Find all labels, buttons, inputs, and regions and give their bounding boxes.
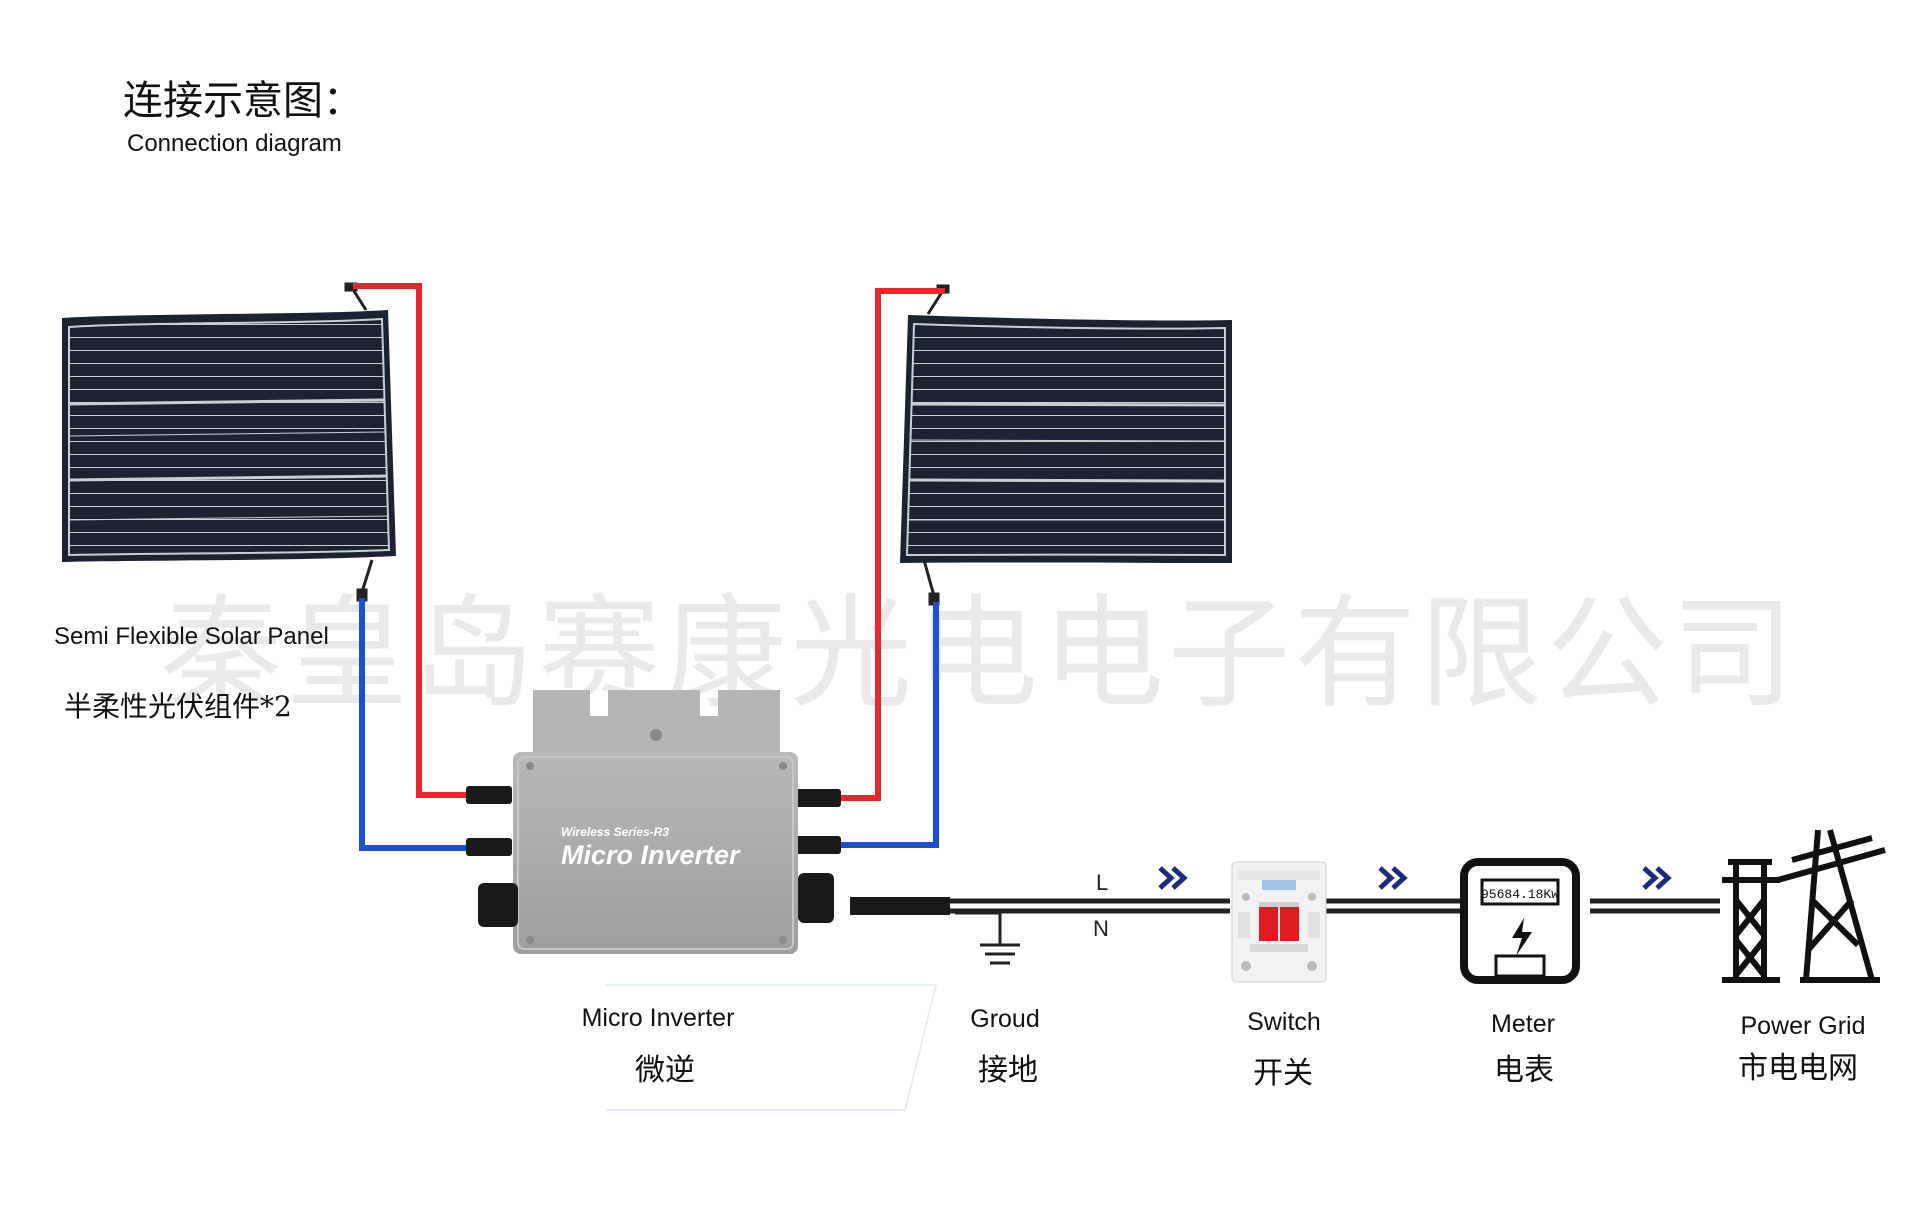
grid-label-en: Power Grid — [1740, 1012, 1866, 1040]
chevron-arrow-icon — [1642, 866, 1672, 890]
micro-inverter-icon: Wireless Series-R3 Micro Inverter — [478, 690, 834, 954]
solar-panel-icon — [900, 315, 1232, 563]
switch-label-en: Switch — [1247, 1008, 1321, 1036]
meter-label-zh: 电表 — [1494, 1053, 1554, 1088]
ac-cable — [850, 897, 1720, 915]
switch-label-zh: 开关 — [1253, 1056, 1313, 1091]
solar-panel-label-zh: 半柔性光伏组件*2 — [64, 690, 292, 723]
ground-label-zh: 接地 — [978, 1053, 1038, 1088]
neutral-wire-label: N — [1093, 916, 1109, 941]
inverter-label-zh: 微逆 — [635, 1053, 695, 1088]
panel-connector-icon — [344, 282, 950, 606]
ground-symbol-icon — [955, 911, 1020, 965]
energy-meter-icon: 95684.18Kw — [1460, 858, 1580, 984]
inverter-name-text: Micro Inverter — [561, 840, 741, 870]
solar-panel-icon — [62, 310, 396, 562]
circuit-breaker-icon — [1231, 861, 1327, 983]
inverter-label-en: Micro Inverter — [581, 1004, 735, 1032]
inverter-series-text: Wireless Series-R3 — [561, 825, 669, 839]
negative-wire — [359, 598, 939, 851]
meter-label-en: Meter — [1491, 1010, 1555, 1038]
meter-reading: 95684.18Kw — [1481, 887, 1559, 902]
ground-label-en: Groud — [970, 1005, 1040, 1033]
solar-panel-label-en: Semi Flexible Solar Panel — [54, 623, 329, 650]
title-en: Connection diagram — [127, 130, 342, 157]
dc-connector-icon — [466, 786, 841, 856]
title-zh: 连接示意图： — [123, 78, 363, 124]
chevron-arrow-icon — [1158, 866, 1188, 890]
grid-label-zh: 市电电网 — [1738, 1051, 1858, 1086]
decorative-outline — [606, 984, 937, 1111]
live-wire-label: L — [1096, 870, 1108, 895]
positive-wire — [353, 283, 945, 801]
company-watermark: 秦皇岛赛康光电电子有限公司 — [160, 583, 1798, 725]
power-tower-icon — [1722, 829, 1886, 983]
chevron-arrow-icon — [1378, 866, 1408, 890]
